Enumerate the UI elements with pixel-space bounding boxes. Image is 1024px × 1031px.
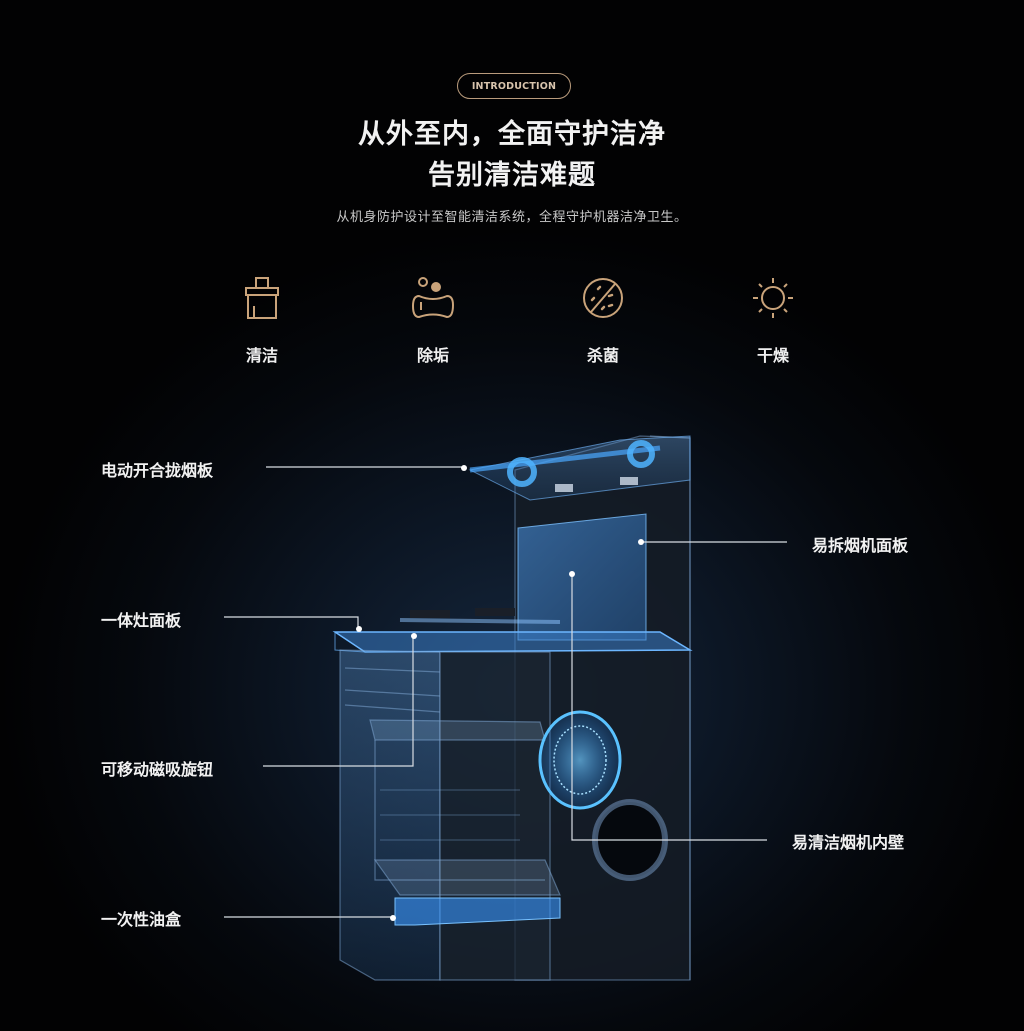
oil-box: [394, 897, 561, 926]
feature-label: 杀菌: [586, 346, 619, 365]
page-subtitle: 从机身防护设计至智能清洁系统，全程守护机器洁净卫生。: [336, 210, 688, 225]
callout-oil-box: 一次性油盒: [101, 910, 182, 929]
callout-hood-inner-wall: 易清洁烟机内壁: [792, 833, 905, 852]
feature-label: 除垢: [416, 346, 449, 365]
no-bacteria-icon: [583, 278, 623, 318]
oven-body: [339, 649, 561, 981]
callout-magnetic-knob: 可移动磁吸旋钮: [101, 760, 214, 779]
feature-sterilize: 杀菌: [563, 272, 643, 366]
introduction-badge: INTRODUCTION: [457, 73, 571, 99]
broom-icon: [245, 277, 279, 319]
feature-label: 清洁: [245, 346, 278, 365]
badge-text: INTRODUCTION: [471, 80, 557, 92]
page-title-line2: 告别清洁难题: [428, 160, 596, 191]
callout-smoke-board: 电动开合拢烟板: [101, 461, 214, 480]
feature-clean: 清洁: [222, 272, 302, 366]
smoke-board: [468, 435, 691, 501]
callout-dots: [356, 465, 644, 921]
callout-cooktop-panel: 一体灶面板: [101, 611, 182, 630]
callout-lines: [224, 466, 787, 918]
soap-bubbles-icon: [411, 277, 455, 319]
cooktop: [332, 608, 693, 653]
feature-label: 干燥: [756, 346, 789, 365]
feature-dry: 干燥: [733, 272, 813, 366]
callout-hood-panel: 易拆烟机面板: [812, 536, 909, 555]
page-title-line1: 从外至内，全面守护洁净: [358, 119, 666, 150]
sun-icon: [753, 278, 793, 318]
feature-descale: 除垢: [393, 272, 473, 366]
